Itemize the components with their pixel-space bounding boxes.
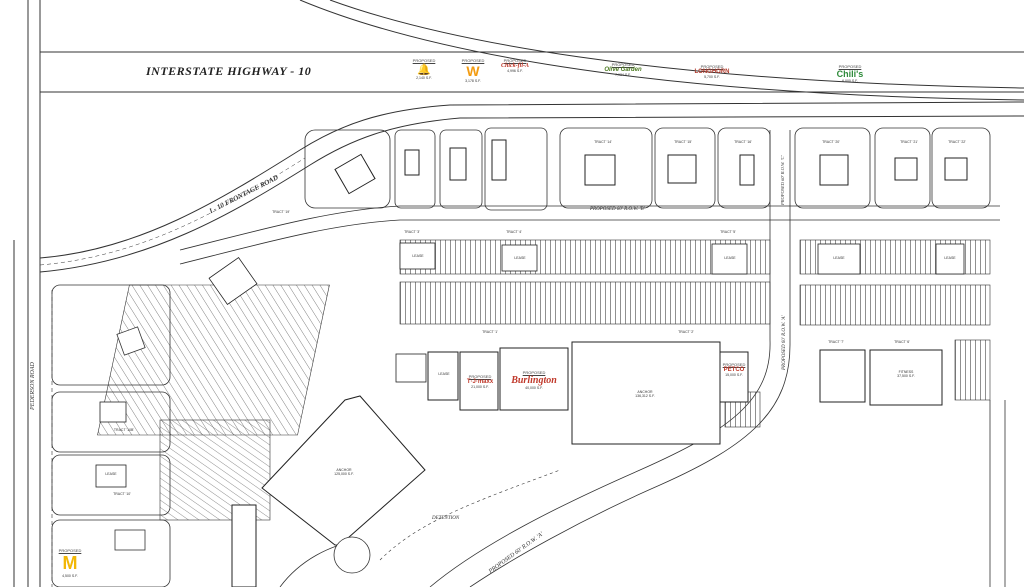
taco-bell-logo: PROPOSED 🔔 2,140 S.F.	[412, 58, 436, 80]
burlington-logo: PROPOSED Burlington 40,000 S.F.	[511, 370, 557, 390]
lease-label-7: LEASE	[105, 472, 117, 476]
tract-4-label: TRACT '4'	[506, 230, 522, 234]
lease-label-5: LEASE	[944, 256, 956, 260]
lease-label-3: LEASE	[724, 256, 736, 260]
chickfila-logo: PROPOSED Chick-fil-A 4,996 S.F.	[501, 58, 529, 73]
whataburger-logo: PROPOSED W 3,178 S.F.	[461, 58, 485, 83]
tract-10-label: TRACT '10'	[113, 492, 131, 496]
inline-retail	[231, 341, 943, 587]
petco-logo: PROPOSED PETCO 15,000 S.F.	[722, 362, 746, 377]
tract-5-label: TRACT '5'	[720, 230, 736, 234]
tract-1-label: TRACT '1'	[482, 330, 498, 334]
row-a-right-road	[429, 130, 791, 587]
tract-20-label: TRACT '20'	[822, 140, 840, 144]
lease-label-6: LEASE	[438, 372, 450, 376]
tract-22-label: TRACT '22'	[948, 140, 966, 144]
pederson-road-label: PEDERSON ROAD	[30, 362, 36, 410]
outparcel-row-top	[304, 127, 991, 211]
highway-label: INTERSTATE HIGHWAY - 10	[146, 64, 312, 78]
tract-7-label: TRACT '7'	[828, 340, 844, 344]
roundabout	[333, 536, 371, 574]
detention-area	[379, 469, 561, 561]
row-a-right-label: PROPOSED 60' R.O.W. 'A'	[782, 315, 787, 370]
detention-label: DETENTION	[432, 516, 460, 521]
tract-2-label: TRACT '2'	[678, 330, 694, 334]
pederson-road	[13, 0, 53, 587]
tract-3-label: TRACT '3'	[404, 230, 420, 234]
outparcel-buildings-top	[334, 139, 968, 195]
row-c-label: PROPOSED 60' R.O.W. 'C'	[780, 155, 785, 205]
frontage-road	[39, 101, 1024, 273]
tract-15-label: TRACT '15'	[674, 140, 692, 144]
tract-16-label: TRACT '16'	[734, 140, 752, 144]
lease-pads	[95, 242, 965, 488]
mcdonalds-logo: PROPOSED M 4,500 S.F.	[58, 548, 82, 578]
lease-label-1: LEASE	[412, 254, 424, 258]
left-outparcels	[51, 284, 171, 587]
tract-10b-label: TRACT '10B'	[113, 428, 135, 432]
olive-garden-logo: PROPOSED Olive Garden 7,934 S.F.	[604, 62, 642, 77]
tract-21-label: TRACT '21'	[900, 140, 918, 144]
chilis-logo: PROPOSED Chili's 6,000 S.F.	[836, 64, 864, 83]
lease-label-4: LEASE	[833, 256, 845, 260]
longhorn-logo: PROPOSED LONGHORN 5,700 S.F.	[694, 64, 730, 79]
tjmaxx-logo: PROPOSED T·J·maxx 21,000 S.F.	[466, 374, 494, 389]
lease-label-2: LEASE	[514, 256, 526, 260]
tract-14-label: TRACT '14'	[594, 140, 612, 144]
tract-19-label: TRACT '19'	[272, 210, 290, 214]
row-b-label: PROPOSED 60' R.O.W. 'B'	[590, 207, 645, 212]
interstate-highway	[40, 0, 1024, 101]
tract-6-label: TRACT '6'	[894, 340, 910, 344]
